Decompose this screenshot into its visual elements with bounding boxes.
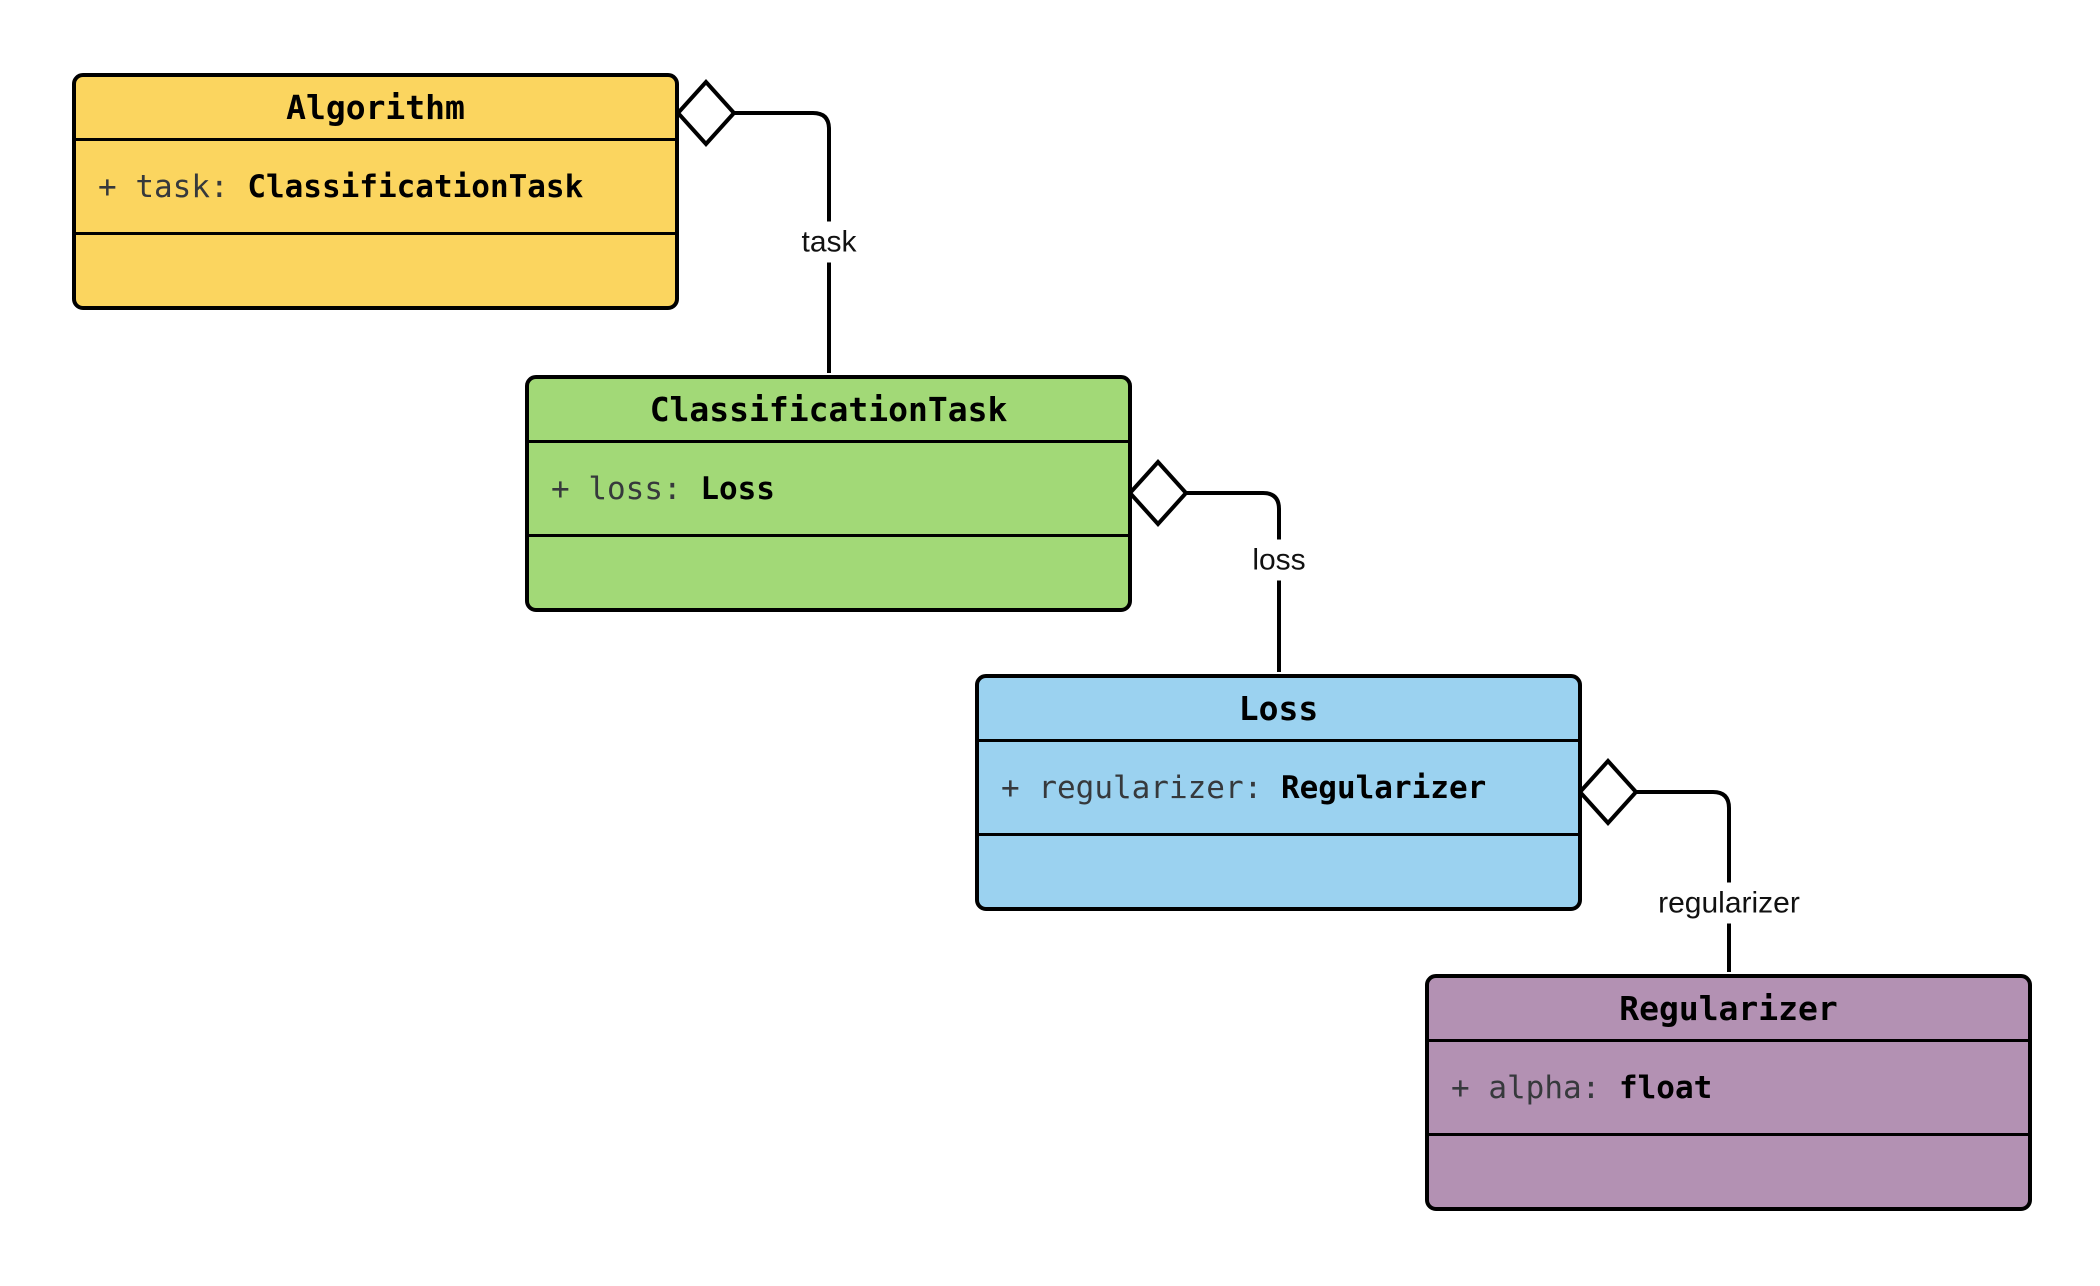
class-box-loss: Loss + regularizer: Regularizer bbox=[975, 674, 1582, 911]
aggregation-diamond-icon bbox=[1127, 459, 1189, 527]
relation-line-task bbox=[734, 111, 831, 373]
attributes-compartment: + task: ClassificationTask bbox=[76, 141, 675, 235]
aggregation-diamond-icon bbox=[1577, 758, 1639, 826]
methods-compartment-empty bbox=[1429, 1136, 2028, 1207]
attribute-name: + regularizer: bbox=[1001, 769, 1281, 806]
methods-compartment-empty bbox=[76, 235, 675, 306]
relation-line-regularizer bbox=[1636, 790, 1731, 972]
class-title: ClassificationTask bbox=[529, 379, 1128, 443]
attribute-name: + alpha: bbox=[1451, 1069, 1619, 1106]
attributes-compartment: + regularizer: Regularizer bbox=[979, 742, 1578, 836]
relation-label-task: task bbox=[793, 221, 865, 263]
attributes-compartment: + loss: Loss bbox=[529, 443, 1128, 537]
relation-line-loss bbox=[1186, 491, 1281, 672]
attribute-type: Loss bbox=[700, 470, 775, 507]
attribute-name: + loss: bbox=[551, 470, 701, 507]
methods-compartment-empty bbox=[979, 836, 1578, 907]
class-title: Regularizer bbox=[1429, 978, 2028, 1042]
class-title: Loss bbox=[979, 678, 1578, 742]
attribute-name: + task: bbox=[98, 168, 248, 205]
attribute-type: float bbox=[1618, 1069, 1713, 1106]
class-box-algorithm: Algorithm + task: ClassificationTask bbox=[72, 73, 679, 310]
attribute-type: Regularizer bbox=[1280, 769, 1487, 806]
relation-label-regularizer: regularizer bbox=[1650, 882, 1808, 924]
methods-compartment-empty bbox=[529, 537, 1128, 608]
attribute-type: ClassificationTask bbox=[247, 168, 584, 205]
class-title: Algorithm bbox=[76, 77, 675, 141]
aggregation-diamond-icon bbox=[675, 79, 737, 147]
relation-label-loss: loss bbox=[1244, 539, 1314, 581]
class-box-classification-task: ClassificationTask + loss: Loss bbox=[525, 375, 1132, 612]
attributes-compartment: + alpha: float bbox=[1429, 1042, 2028, 1136]
class-box-regularizer: Regularizer + alpha: float bbox=[1425, 974, 2032, 1211]
